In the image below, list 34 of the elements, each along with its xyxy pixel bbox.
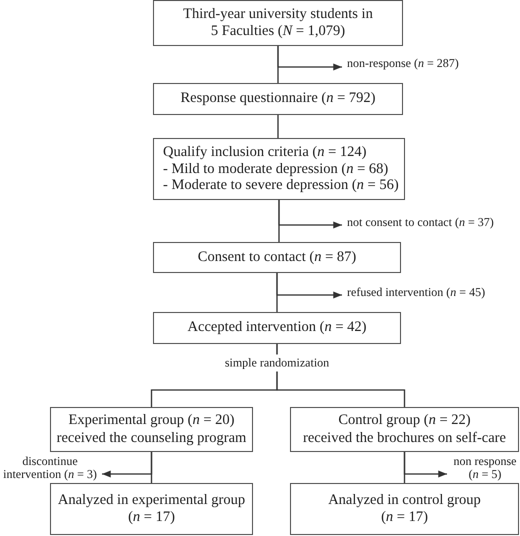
arrow xyxy=(404,452,447,478)
process-box xyxy=(153,242,401,273)
box-text: Analyzed in control group (n = 17) xyxy=(327,492,482,526)
process-box xyxy=(153,83,403,115)
exclusion-note: refused intervention (n = 45) xyxy=(347,286,486,299)
arrow xyxy=(277,46,342,70)
exclusion-note: discontinue intervention (n = 3) xyxy=(0,455,100,481)
box-text: Analyzed in experimental group (n = 17) xyxy=(56,492,246,526)
arrow xyxy=(102,452,152,478)
process-box xyxy=(153,312,401,344)
process-box xyxy=(290,407,519,452)
box-heading: Experimental group (n = 20) xyxy=(68,412,235,430)
box-text: Accepted intervention (n = 42) xyxy=(188,319,366,337)
connector-line xyxy=(276,344,406,407)
process-box xyxy=(153,138,405,200)
box-heading: Control group (n = 22) xyxy=(338,412,471,430)
box-text: Response questionnaire (n = 792) xyxy=(180,90,376,108)
arrow xyxy=(278,200,342,228)
box-text: received the counseling program xyxy=(56,430,246,447)
connector-line xyxy=(277,115,279,138)
exclusion-note: not consent to contact (n = 37) xyxy=(347,216,494,229)
exclusion-note: non response (n = 5) xyxy=(452,455,518,481)
process-box xyxy=(153,0,403,46)
box-text: - Moderate to severe depression (n = 56) xyxy=(163,177,399,194)
box-text: Third-year university students in 5 Faculties (N = 1,079) xyxy=(182,6,374,40)
process-box xyxy=(50,483,253,535)
arrow xyxy=(276,273,342,298)
box-text: Consent to contact (n = 87) xyxy=(198,248,356,266)
process-box xyxy=(290,483,519,535)
box-text: received the brochures on self-care xyxy=(303,430,506,447)
exclusion-note: non-response (n = 287) xyxy=(347,57,459,70)
process-box xyxy=(50,407,253,452)
box-text: - Mild to moderate depression (n = 68) xyxy=(163,160,388,178)
box-heading: Qualify inclusion criteria (n = 124) xyxy=(163,144,366,161)
